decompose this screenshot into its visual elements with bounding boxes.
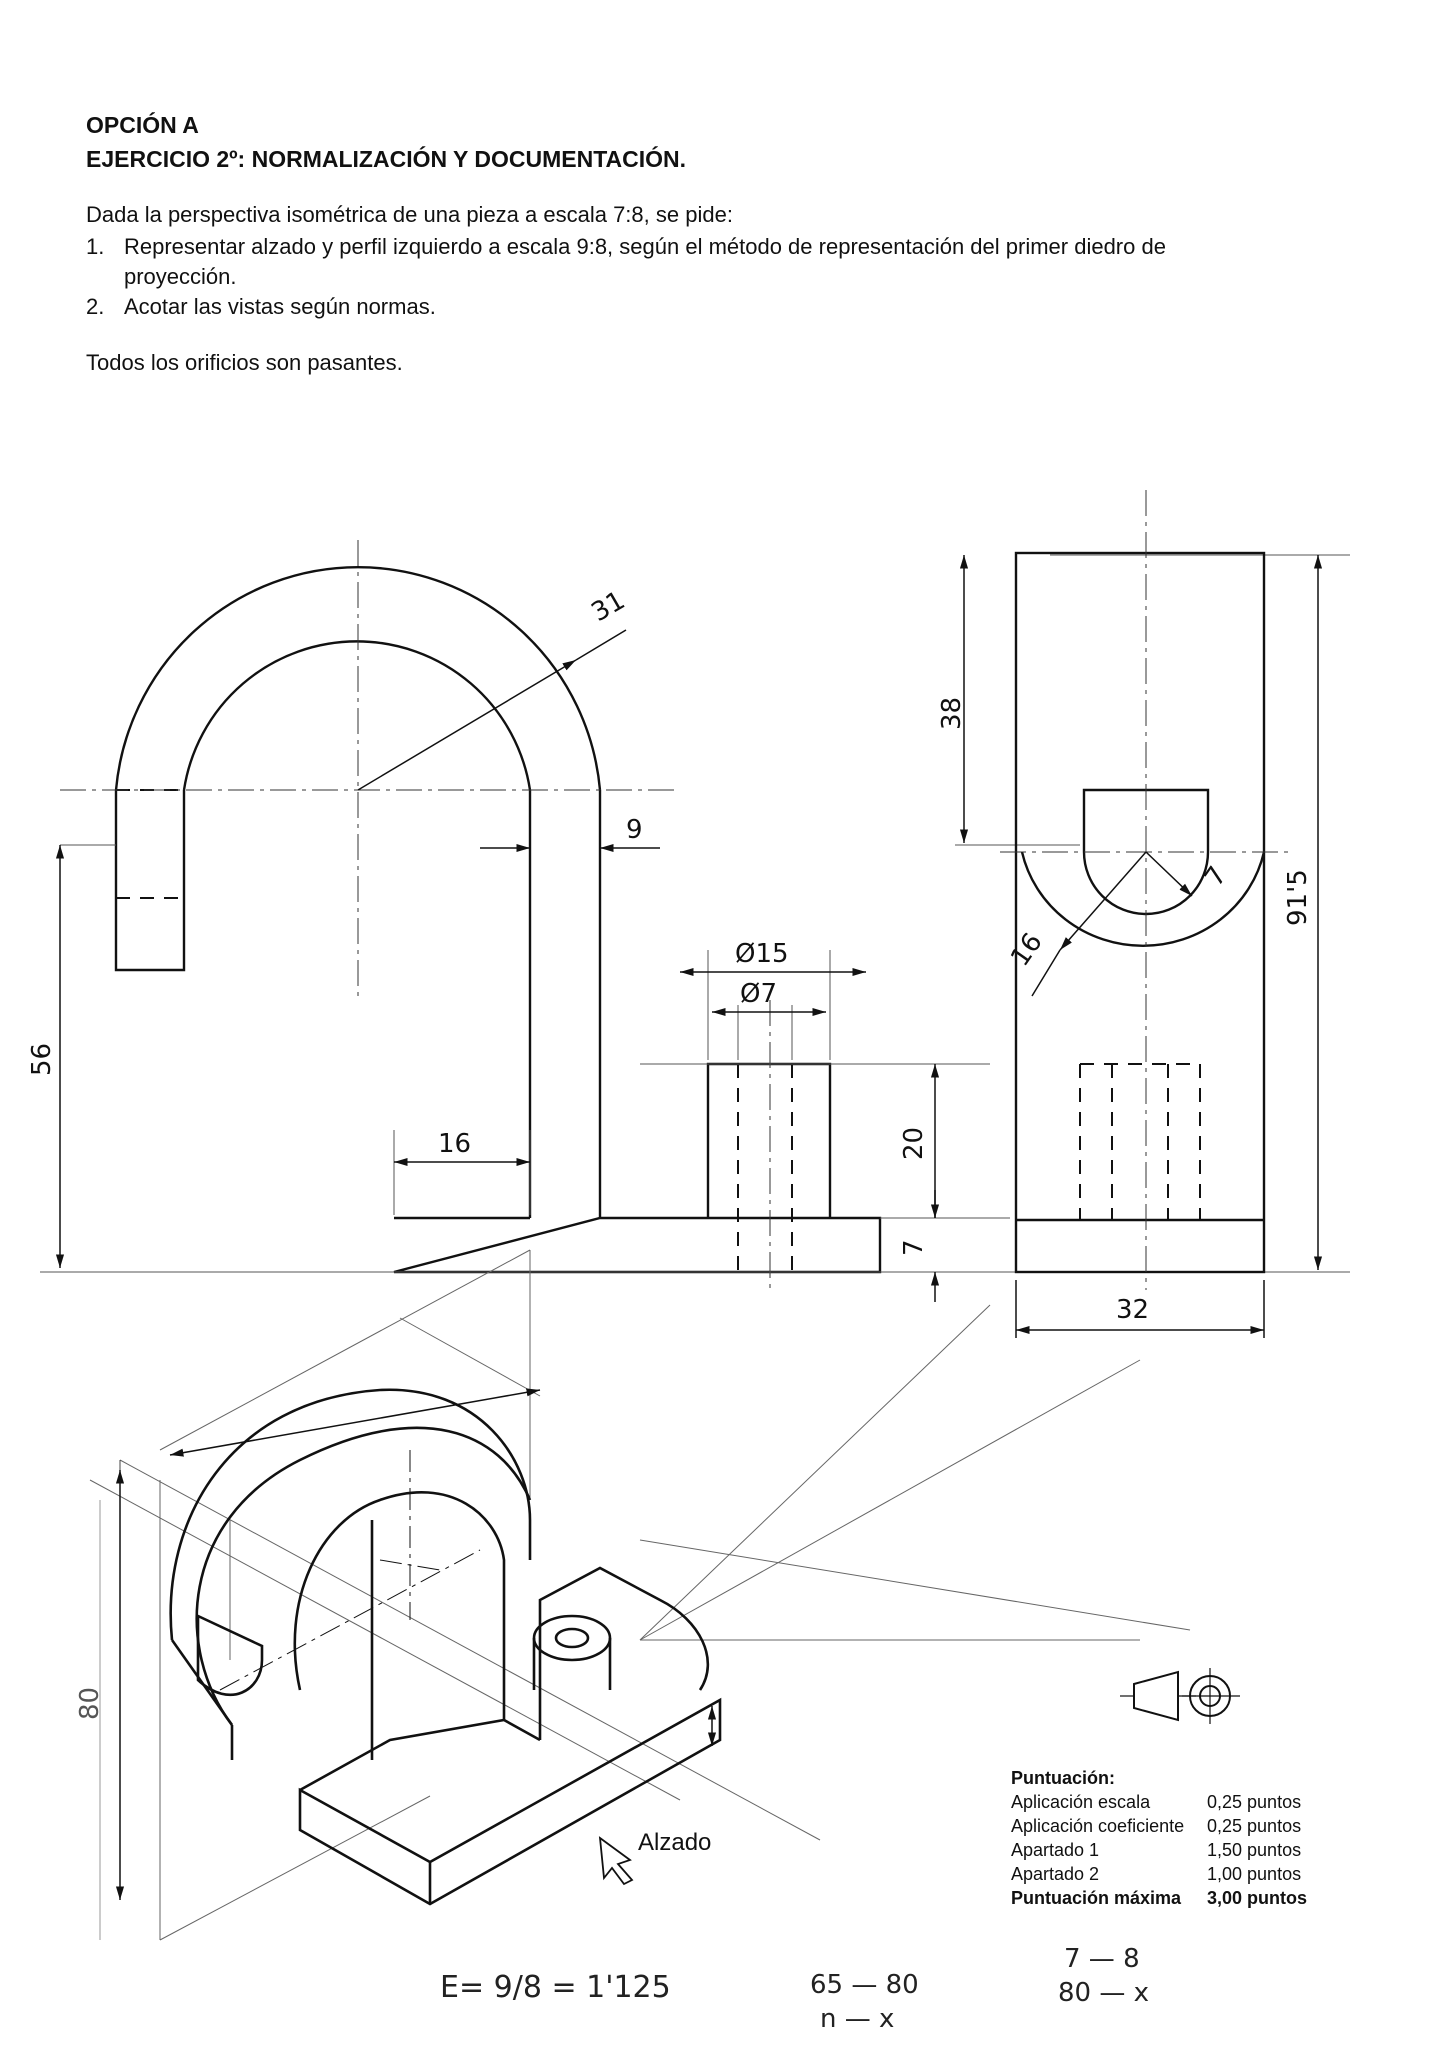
front-dimension-text: 31 9 56 16 Ø15 Ø7 20 7 xyxy=(27,586,929,1256)
small-slot xyxy=(1082,788,1210,916)
scoring-value: 0,25 puntos xyxy=(1207,1792,1302,1812)
inner-arch xyxy=(182,640,532,791)
side-view xyxy=(1014,551,1266,1274)
dim-r31: 31 xyxy=(587,586,631,629)
step-number: 2. xyxy=(86,294,105,319)
alzado-view-arrow: Alzado xyxy=(598,1829,711,1886)
front-centre-lines xyxy=(60,540,771,1290)
scoring-label: Aplicación coeficiente xyxy=(1011,1816,1185,1836)
alzado-label: Alzado xyxy=(638,1829,711,1856)
side-hidden-lines xyxy=(1079,1063,1201,1220)
steps-list: 1. Representar alzado y perfil izquierdo… xyxy=(86,232,1286,322)
scoring-row: Apartado 2 1,00 puntos xyxy=(1011,1862,1327,1886)
iso-arch-front-inner xyxy=(293,1490,506,1720)
dim-91-5: 91'5 xyxy=(1283,869,1313,926)
iso-base-top xyxy=(299,1718,541,1792)
iso-dimension-lines xyxy=(115,1388,717,1900)
step-text: Acotar las vistas según normas. xyxy=(124,294,436,319)
exercise-header: OPCIÓN A EJERCICIO 2º: NORMALIZACIÓN Y D… xyxy=(86,108,1286,400)
scoring-row: Aplicación coeficiente 0,25 puntos xyxy=(1011,1814,1327,1838)
big-slot-arc xyxy=(1020,851,1266,947)
scoring-row: Apartado 1 1,50 puntos xyxy=(1011,1838,1327,1862)
scoring-row: Aplicación escala 0,25 puntos xyxy=(1011,1790,1327,1814)
iso-piece xyxy=(169,1388,722,1906)
iso-arch-front-outer xyxy=(195,1426,532,1726)
option-title: OPCIÓN A xyxy=(86,112,199,138)
first-angle-projection-symbol xyxy=(1120,1668,1240,1724)
iso-construction-lines xyxy=(89,1249,1191,1941)
handwritten-scale: E= 9/8 = 1'125 xyxy=(440,1970,671,2005)
scoring-max-value: 3,00 puntos xyxy=(1207,1888,1308,1908)
front-dimension-lines xyxy=(55,629,940,1302)
handwritten-ratio1-top: 65 — 80 xyxy=(810,1970,919,2000)
iso-boss-sides xyxy=(532,1638,612,1690)
iso-lug xyxy=(538,1566,710,1740)
step-item: 2. Acotar las vistas según normas. xyxy=(86,292,1286,322)
scoring-value: 1,00 puntos xyxy=(1207,1864,1302,1884)
outer-arch xyxy=(114,566,602,791)
handwritten-ratio2-bottom: 80 — x xyxy=(1058,1978,1149,2008)
iso-d-slot xyxy=(196,1613,264,1697)
scoring-value: 1,50 puntos xyxy=(1207,1840,1302,1860)
dim-d7: Ø7 xyxy=(740,979,777,1009)
scoring-label: Aplicación escala xyxy=(1011,1792,1151,1812)
dim-9: 9 xyxy=(626,815,643,845)
iso-dim-80: 80 xyxy=(75,1687,105,1720)
step-number: 1. xyxy=(86,234,105,259)
dim-20: 20 xyxy=(899,1127,929,1160)
scoring-title: Puntuación: xyxy=(1011,1768,1115,1788)
boss xyxy=(706,1062,832,1218)
scoring-max-label: Puntuación máxima xyxy=(1011,1888,1182,1908)
iso-boss-hole xyxy=(554,1627,590,1649)
dim-d15: Ø15 xyxy=(735,939,789,969)
dim-r16: 16 xyxy=(1005,928,1049,972)
dim-56: 56 xyxy=(27,1043,57,1076)
scoring-label: Apartado 2 xyxy=(1011,1864,1100,1884)
side-centre-lines xyxy=(1000,490,1290,1290)
front-hidden-lines xyxy=(116,789,793,1272)
scoring-value: 0,25 puntos xyxy=(1207,1816,1302,1836)
left-leg xyxy=(114,790,186,972)
iso-base-front xyxy=(298,1697,722,1906)
intro-text: Dada la perspectiva isométrica de una pi… xyxy=(86,202,733,227)
dim-38: 38 xyxy=(937,697,967,730)
front-view xyxy=(114,566,882,1274)
scoring-table: Puntuación: Aplicación escala 0,25 punto… xyxy=(1011,1766,1327,1910)
scoring-max-row: Puntuación máxima 3,00 puntos xyxy=(1011,1886,1327,1910)
dim-32: 32 xyxy=(1116,1295,1149,1325)
side-dimension-lines xyxy=(959,555,1323,1338)
handwritten-ratio2-top: 7 — 8 xyxy=(1064,1944,1140,1974)
dim-7: 7 xyxy=(899,1239,929,1256)
step-text: Representar alzado y perfil izquierdo a … xyxy=(124,234,1166,289)
handwritten-ratio1-bottom: n — x xyxy=(820,2004,895,2034)
dim-r7: 7 xyxy=(1199,861,1233,892)
exercise-title: EJERCICIO 2º: NORMALIZACIÓN Y DOCUMENTAC… xyxy=(86,146,687,172)
dim-16: 16 xyxy=(438,1129,471,1159)
iso-boss-top xyxy=(532,1614,612,1662)
side-outline xyxy=(1014,551,1266,1274)
step-item: 1. Representar alzado y perfil izquierdo… xyxy=(86,232,1286,292)
base-plate xyxy=(393,1216,882,1274)
iso-centre-lines xyxy=(219,1450,481,1691)
scoring-label: Apartado 1 xyxy=(1011,1840,1100,1860)
holes-note: Todos los orificios son pasantes. xyxy=(86,350,403,375)
